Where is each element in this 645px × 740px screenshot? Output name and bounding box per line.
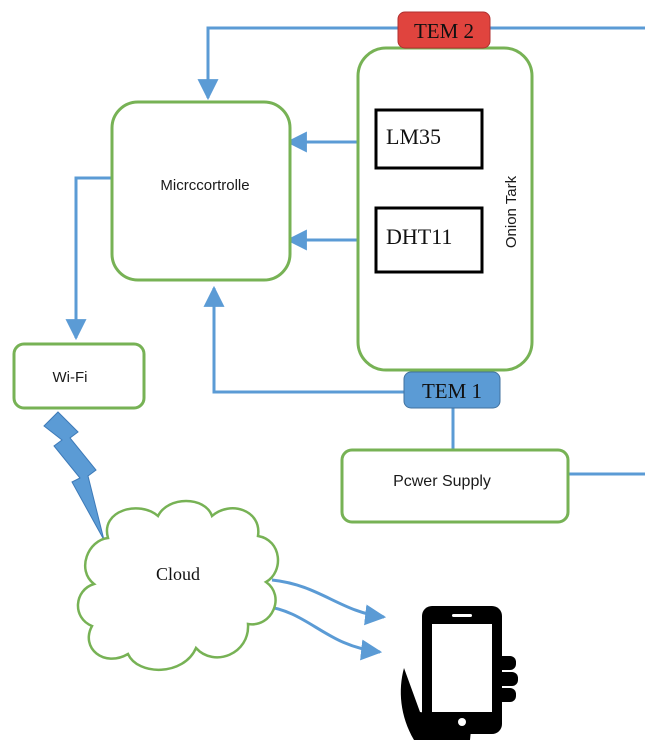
wifi-block: Wi-Fi [12, 342, 146, 410]
tem2-to-microcontroller-arrow [197, 26, 645, 101]
microcontroller-to-wifi-arrow [65, 176, 112, 341]
lm35-label: LM35 [386, 124, 441, 149]
dht11-sensor-block: DHT11 [374, 206, 484, 274]
tem2-block: TEM 2 [397, 11, 491, 49]
tem2-label: TEM 2 [414, 19, 474, 43]
cloud-to-phone-arrow-lower [263, 604, 383, 661]
smartphone-in-hand-icon [400, 606, 518, 740]
microcontroller-label: Micrccortrolle [160, 177, 249, 194]
onion-tank-label: Onion Tark [503, 175, 520, 248]
cloud-label: Cloud [156, 564, 200, 584]
tem1-label: TEM 1 [422, 379, 482, 403]
wifi-label: Wi-Fi [53, 369, 88, 386]
tem1-to-microcontroller-arrow [203, 285, 404, 394]
microcontroller-block: Micrccortrolle [110, 100, 292, 282]
dht11-label: DHT11 [386, 224, 452, 249]
power-supply-label: Pcwer Supply [393, 473, 491, 490]
cloud-shape: Cloud [76, 499, 280, 672]
lightning-bolt-icon [43, 411, 105, 541]
lm35-sensor-block: LM35 [374, 108, 484, 170]
power-supply-block: Pcwer Supply [340, 448, 570, 524]
tem1-block: TEM 1 [403, 371, 501, 409]
cloud-to-phone-arrow-upper [271, 578, 387, 626]
